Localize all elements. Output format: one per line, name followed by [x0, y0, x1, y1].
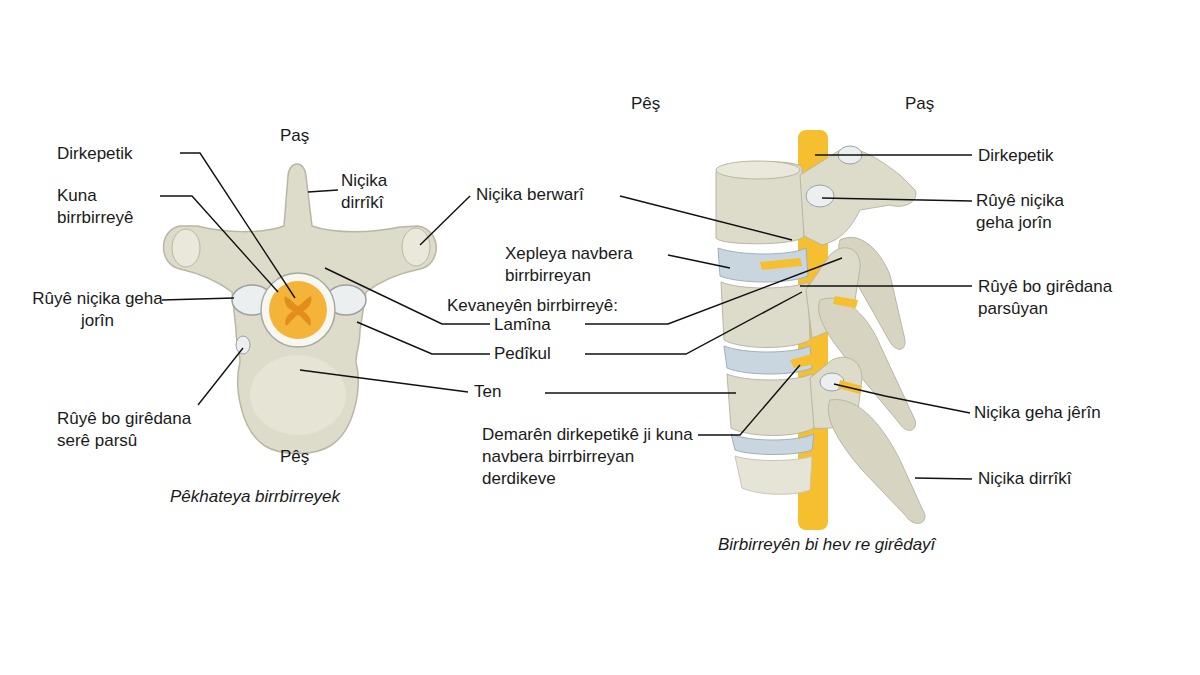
- part-label: Niçika dirrîkî: [978, 468, 1072, 490]
- part-label: Pêş: [631, 93, 660, 115]
- leader-line: [834, 384, 970, 413]
- grey-matter: [285, 296, 312, 326]
- figure-caption: Pêkhateya birrbirreyek: [170, 486, 340, 508]
- leader-line: [160, 196, 278, 292]
- part-label: Niçika berwarî: [476, 184, 584, 206]
- leader-line: [668, 255, 730, 268]
- leader-line: [300, 370, 468, 392]
- leader-line: [357, 322, 490, 354]
- leader-line: [420, 196, 470, 245]
- leader-line: [620, 196, 792, 240]
- leader-line: [698, 365, 800, 435]
- part-label: Kevaneyên birrbirreyê:: [447, 295, 618, 317]
- part-label: Niçika geha jêrîn: [974, 402, 1101, 424]
- part-label: Pedîkul: [494, 343, 551, 365]
- leader-line: [915, 478, 972, 479]
- leader-line: [308, 190, 338, 192]
- intervertebral-disc: [731, 434, 814, 455]
- leader-line: [815, 154, 972, 155]
- part-label: Ten: [474, 381, 501, 403]
- part-label: Lamîna: [494, 314, 551, 336]
- vertebral-body: [735, 456, 812, 494]
- part-label: Dirkepetik: [57, 143, 133, 165]
- vertebral-body: [721, 282, 810, 348]
- part-label: Paş: [905, 93, 934, 115]
- vertebra-outline: [164, 164, 437, 454]
- part-label: Rûyê bo girêdana serê parsû: [57, 408, 207, 452]
- nerve-root: [838, 380, 862, 394]
- nerve-root: [760, 258, 802, 270]
- part-label: Dirkepetik: [978, 145, 1054, 167]
- body-top: [716, 161, 800, 179]
- vertebral-body: [727, 374, 814, 436]
- vertebral-foramen: [261, 273, 335, 347]
- part-label: Rûyê bo girêdana parsûyan: [978, 276, 1138, 320]
- part-label: Demarên dirkepetikê ji kuna navbera birr…: [482, 424, 712, 490]
- part-label: Niçika dirrîkî: [341, 170, 411, 214]
- part-label: Rûyê niçika geha jorîn: [976, 190, 1106, 234]
- costal-facet: [236, 336, 250, 354]
- nerve-root: [833, 296, 858, 308]
- leader-line: [822, 198, 972, 201]
- figure-caption: Birbirreyên bi hev re girêdayî: [718, 534, 935, 556]
- nerve-root: [790, 354, 816, 368]
- part-label: Pêş: [280, 446, 309, 468]
- spinous-process: [828, 400, 925, 524]
- intervertebral-disc: [718, 248, 808, 282]
- leader-line: [585, 258, 842, 324]
- part-label: Xepleya navbera birrbirreyan: [505, 243, 645, 287]
- superior-facet: [806, 185, 834, 207]
- spinal-cord: [269, 281, 327, 339]
- transverse-tip: [402, 228, 430, 266]
- posterior-arch: [800, 149, 916, 245]
- leader-line: [545, 392, 736, 393]
- vertebra-top-view: [164, 164, 437, 454]
- part-label: Paş: [280, 125, 309, 147]
- leader-line: [162, 298, 234, 300]
- part-label: Kuna birrbirreyê: [57, 185, 162, 229]
- vertebral-column-side-view: [716, 130, 925, 530]
- leader-line: [180, 153, 295, 298]
- transverse-tip: [172, 229, 200, 267]
- leader-line: [198, 348, 243, 405]
- body-shade: [250, 355, 346, 435]
- leader-line: [800, 285, 972, 286]
- part-label: Rûyê niçika geha jorîn: [30, 288, 165, 332]
